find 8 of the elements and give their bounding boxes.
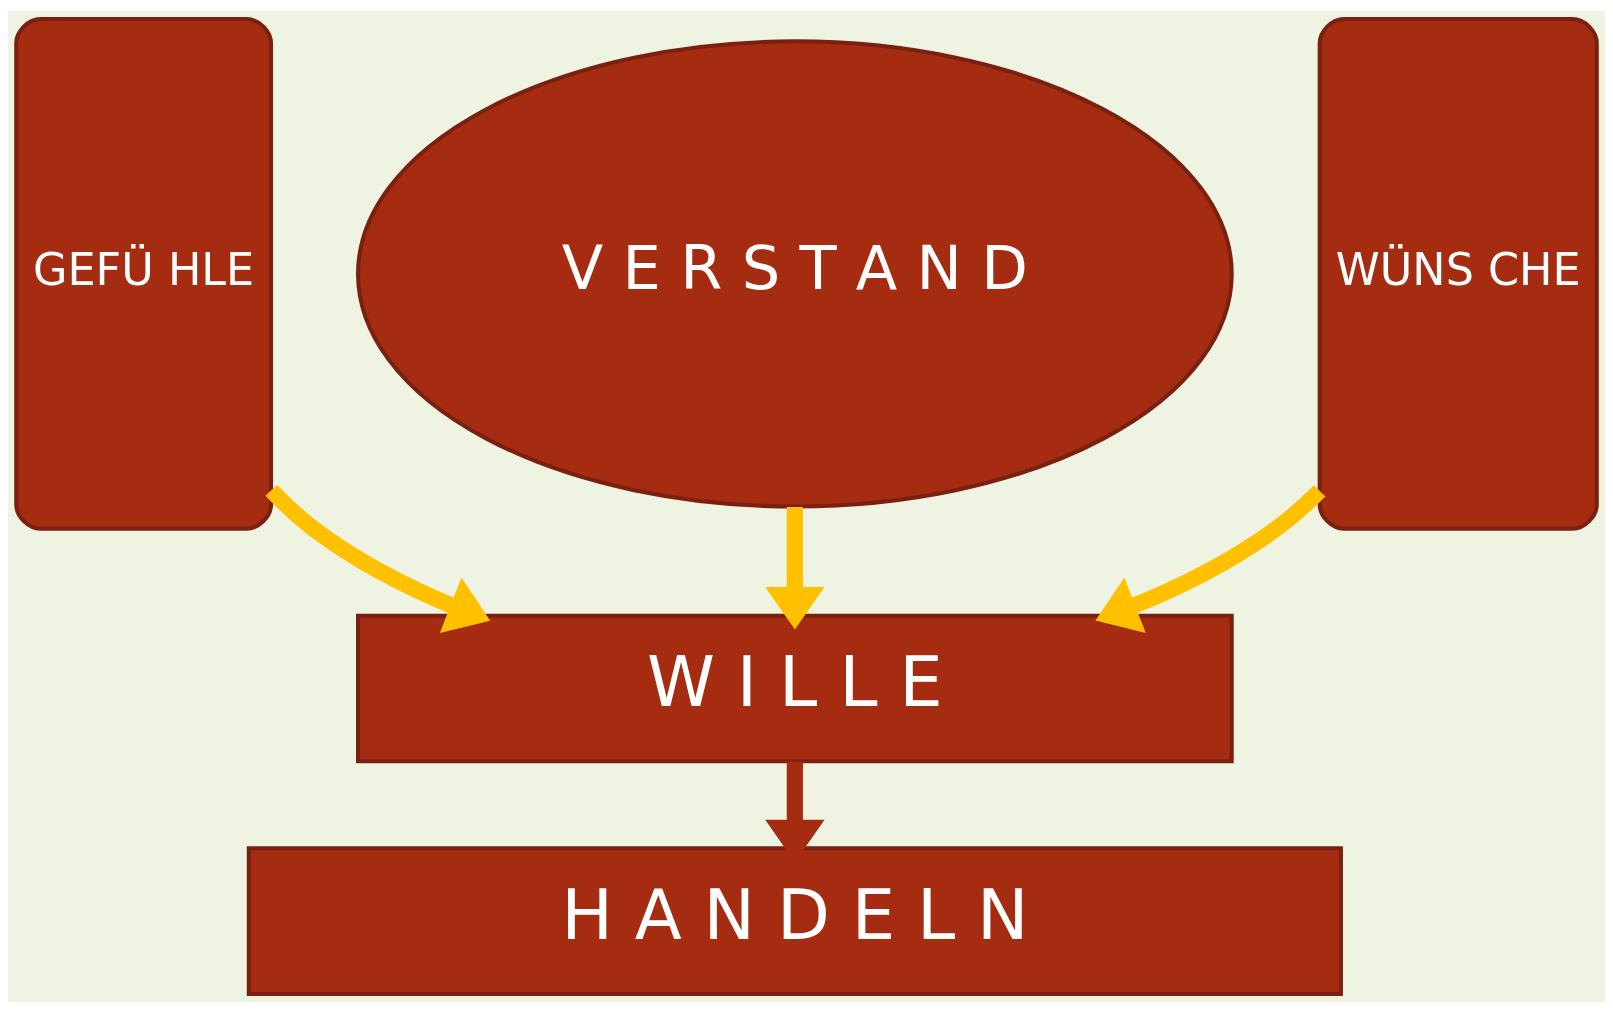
node-box: W I L L E	[356, 613, 1234, 763]
node-box: GEFÜ HLE	[14, 16, 274, 531]
arrow	[1095, 484, 1326, 633]
arrow	[265, 484, 491, 633]
node-box: H A N D E L N	[246, 845, 1343, 996]
node-ellipse: V E R S T A N D	[356, 38, 1234, 508]
arrow	[765, 506, 825, 629]
node-box: WÜNS CHE	[1317, 16, 1599, 531]
